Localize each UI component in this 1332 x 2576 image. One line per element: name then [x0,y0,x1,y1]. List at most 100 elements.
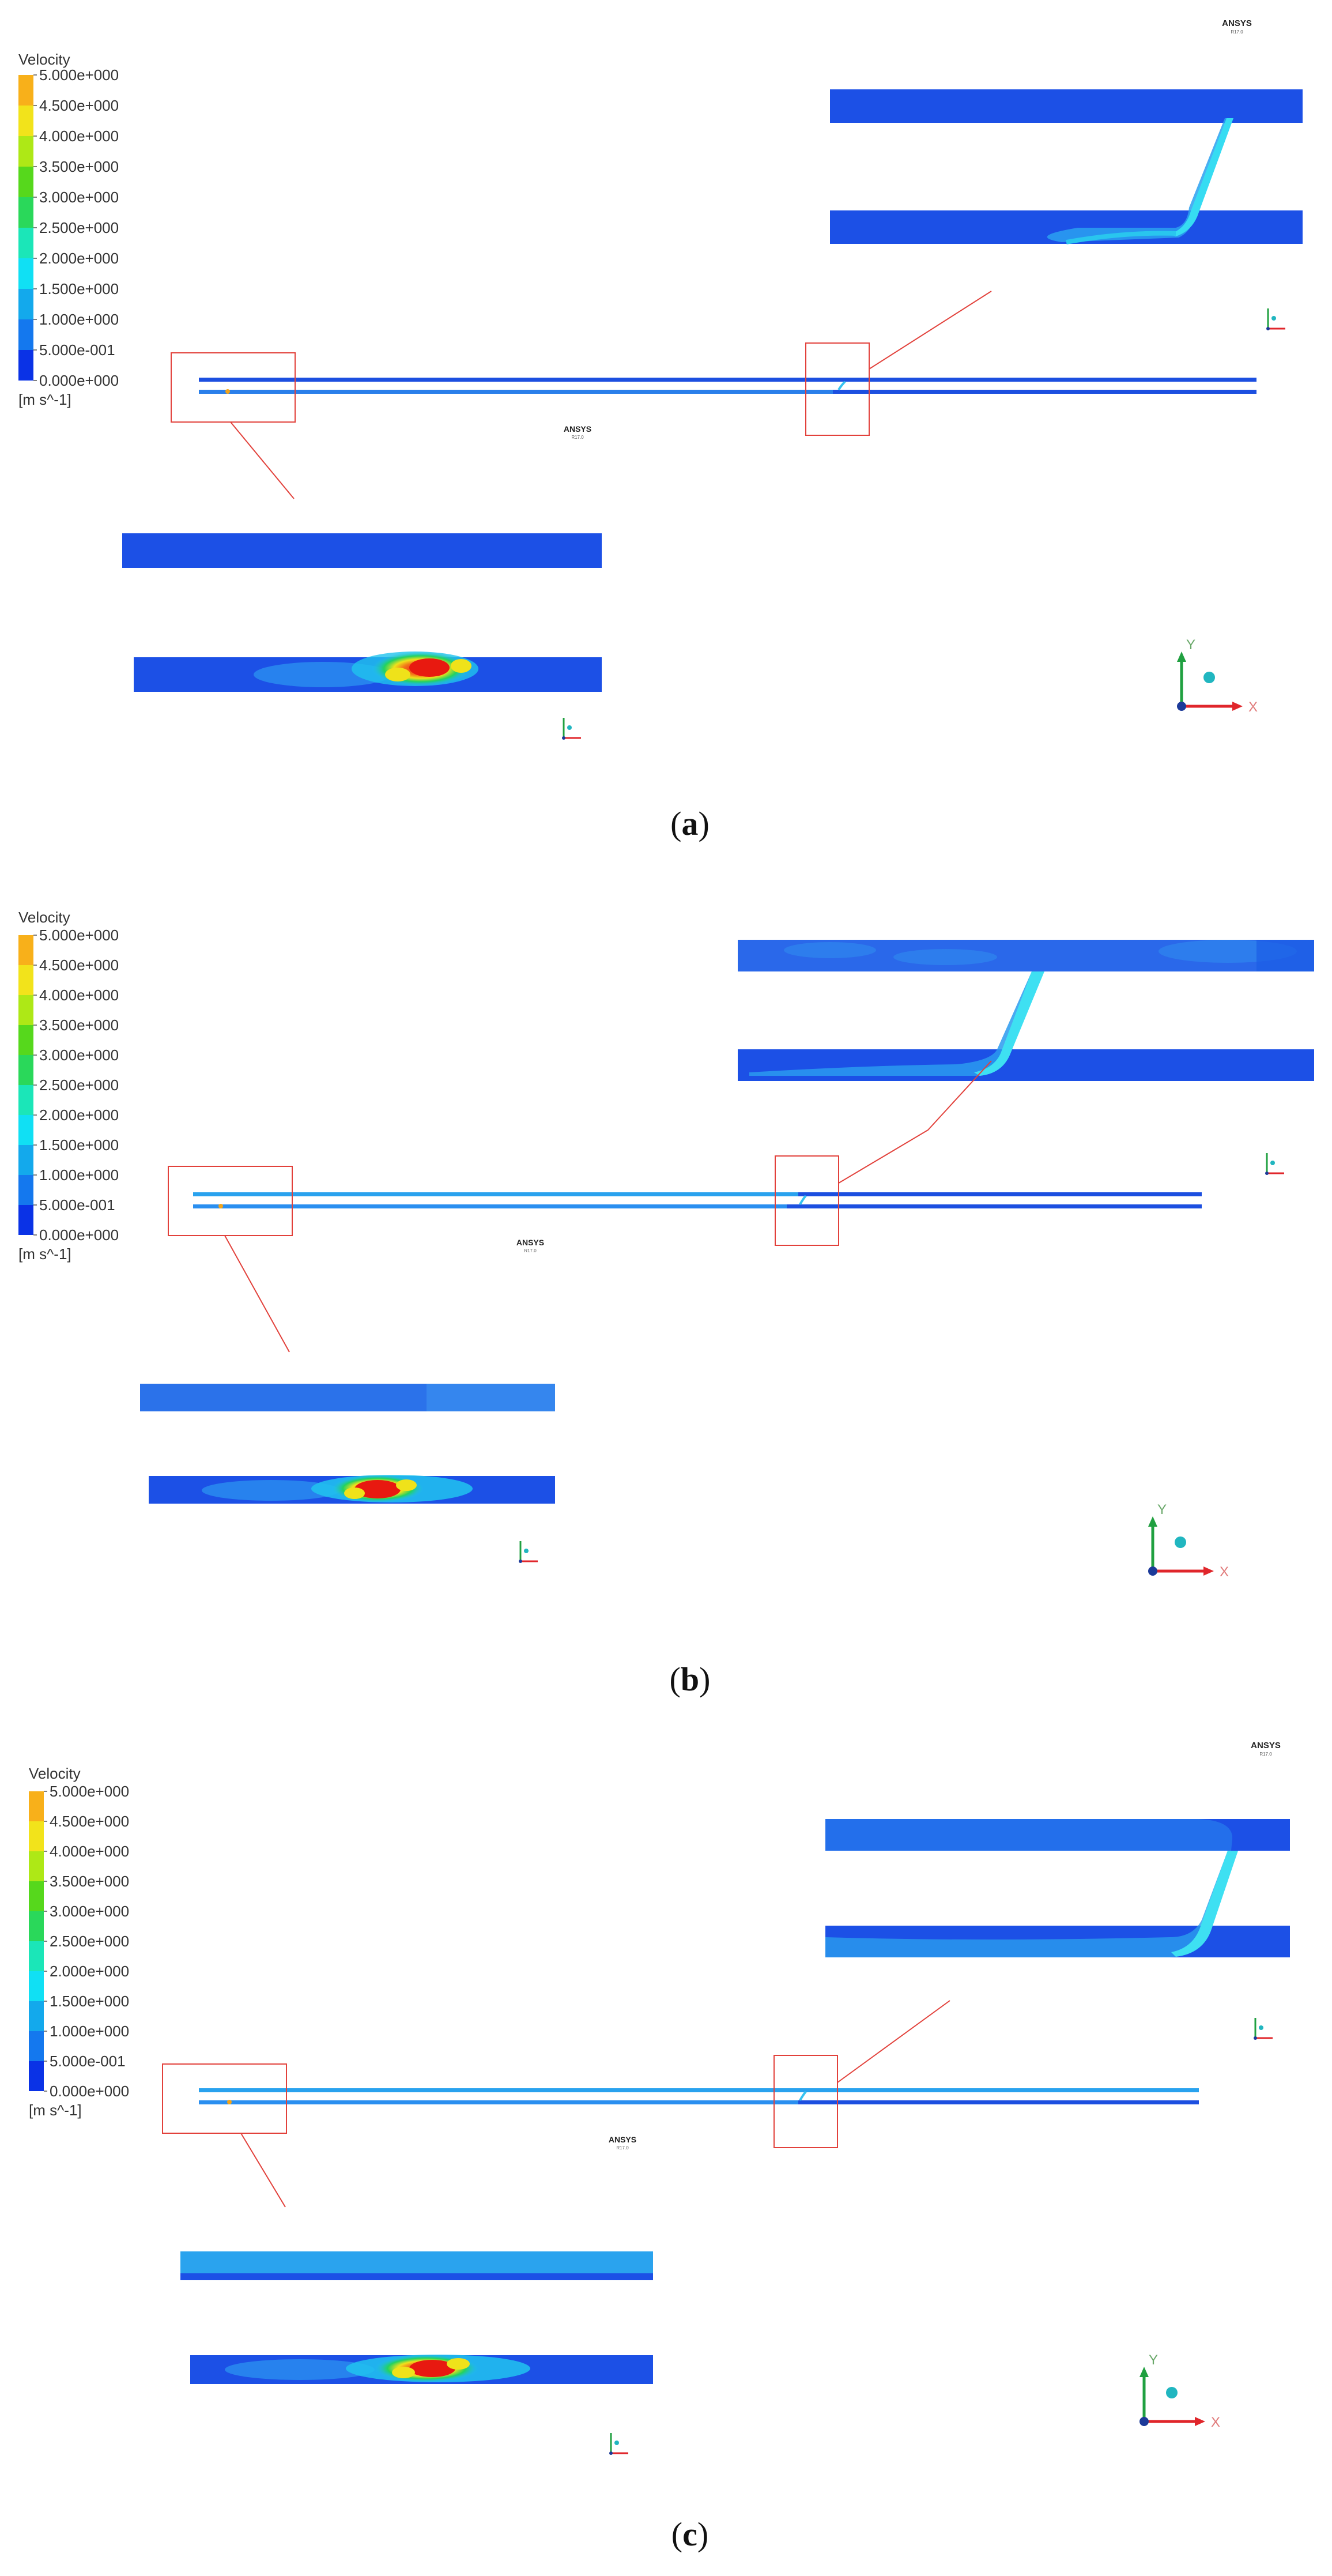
inset-branch-jet [1170,118,1233,236]
legend-color-band [18,289,33,319]
legend-tick-label: 0.000e+000 [39,372,119,389]
inlet-upper-wall [122,533,602,568]
ansys-logo: ANSYS R17.0 [564,424,591,440]
legend-color-band [29,1971,44,2001]
legend-color-band [18,197,33,228]
ansys-logo-text: ANSYS [1251,1741,1281,1750]
ansys-logo-text: ANSYS [564,424,591,434]
legend-color-band [29,2061,44,2091]
velocity-legend: Velocity5.000e+0004.500e+0004.000e+0003.… [29,1765,129,2119]
small-axis-triad [1265,1153,1284,1175]
legend-color-band [18,106,33,136]
legend-tick-label: 4.000e+000 [50,1843,129,1860]
legend-title: Velocity [18,909,70,926]
legend-tick-label: 1.000e+000 [39,311,119,328]
legend-tick-label: 4.000e+000 [39,127,119,145]
pipe-upper-wall [199,2088,1199,2092]
axis-triad: Y X [1177,637,1258,715]
legend-color-band [29,2001,44,2031]
inset-lower-wall [738,1049,1314,1081]
legend-color-band [29,1851,44,1881]
legend-tick-label: 5.000e+000 [39,66,119,84]
ansys-logo-text: ANSYS [609,2135,636,2144]
ansys-version-text: R17.0 [571,435,584,440]
ansys-logo: ANSYS R17.0 [516,1238,544,1253]
legend-tick-label: 4.500e+000 [50,1813,129,1830]
legend-tick-label: 1.500e+000 [39,1136,119,1154]
legend-color-band [18,995,33,1025]
ansys-logo: ANSYS R17.0 [1222,18,1252,35]
legend-tick-label: 2.500e+000 [39,219,119,236]
ansys-logo-text: ANSYS [516,1238,544,1247]
panel-caption-c: (c) [671,2515,708,2553]
callout-box-junction [773,2055,838,2148]
axis-x-label: X [1220,1564,1229,1580]
small-axis-triad [1266,308,1285,330]
legend-tick-label: 3.000e+000 [39,1046,119,1064]
legend-tick-label: 4.500e+000 [39,97,119,114]
inset-branch-jet [1171,1851,1238,1957]
legend-color-band [18,965,33,995]
legend-color-band [29,1941,44,1971]
ansys-version-text: R17.0 [1259,1752,1272,1757]
axis-y-label: Y [1149,2352,1158,2368]
ansys-version-text: R17.0 [616,2145,629,2151]
legend-tick-label: 3.500e+000 [39,158,119,175]
callout-line-junction [869,291,992,370]
legend-tick-label: 5.000e-001 [39,1196,115,1214]
callout-box-inlet [168,1166,293,1236]
legend-tick-label: 5.000e+000 [50,1783,129,1800]
legend-tick-label: 2.000e+000 [50,1963,129,1980]
zoom-inset-junction [825,1819,1290,1957]
legend-color-band [18,350,33,381]
legend-unit: [m s^-1] [29,2102,82,2119]
axis-triad: Y X [1139,2352,1220,2430]
zoom-inset-junction [738,940,1314,1081]
inset-branch-flow [825,1851,1238,1957]
zoom-inset-inlet [140,1384,555,1504]
legend-color-band [18,935,33,965]
legend-tick-label: 2.500e+000 [50,1933,129,1950]
inset-upper-wall [830,89,1303,123]
callout-box-inlet [171,352,296,423]
legend-color-band [29,1791,44,1821]
legend-tick-label: 1.000e+000 [50,2023,129,2040]
ansys-version-text: R17.0 [1231,29,1243,35]
legend-tick-label: 4.000e+000 [39,986,119,1004]
callout-line-junction [837,2000,950,2083]
small-axis-triad [519,1541,538,1563]
panel-c: Velocity5.000e+0004.500e+0004.000e+0003.… [29,1741,1290,2553]
legend-color-band [18,136,33,167]
legend-color-band [18,1085,33,1115]
pipe-upper-wall [193,1192,1202,1196]
pipe-upper-wall [199,378,1256,382]
legend-tick-label: 5.000e-001 [50,2052,126,2070]
legend-title: Velocity [29,1765,81,1782]
panel-b: Velocity5.000e+0004.500e+0004.000e+0003.… [18,909,1314,1698]
callout-box-junction [805,342,870,436]
callout-line-junction [838,1060,992,1184]
legend-tick-label: 2.000e+000 [39,250,119,267]
ansys-logo: ANSYS R17.0 [1251,1741,1281,1757]
legend-tick-label: 1.500e+000 [39,280,119,297]
small-axis-triad [609,2433,628,2455]
legend-title: Velocity [18,51,70,68]
zoom-inset-inlet [122,533,602,692]
ansys-version-text: R17.0 [524,1248,537,1253]
inset-branch-jet [974,971,1044,1076]
callout-box-junction [775,1155,839,1246]
axis-triad: Y X [1148,1502,1229,1580]
legend-tick-label: 3.500e+000 [39,1016,119,1034]
legend-tick-label: 1.000e+000 [39,1166,119,1184]
axis-y-label: Y [1157,1502,1167,1517]
axis-x-label: X [1211,2415,1220,2430]
callout-line-inlet [224,1235,290,1353]
legend-color-band [29,1911,44,1941]
ansys-logo-text: ANSYS [1222,18,1252,28]
legend-color-band [29,1821,44,1851]
legend-color-band [18,1145,33,1175]
main-pipe [199,2088,1199,2104]
